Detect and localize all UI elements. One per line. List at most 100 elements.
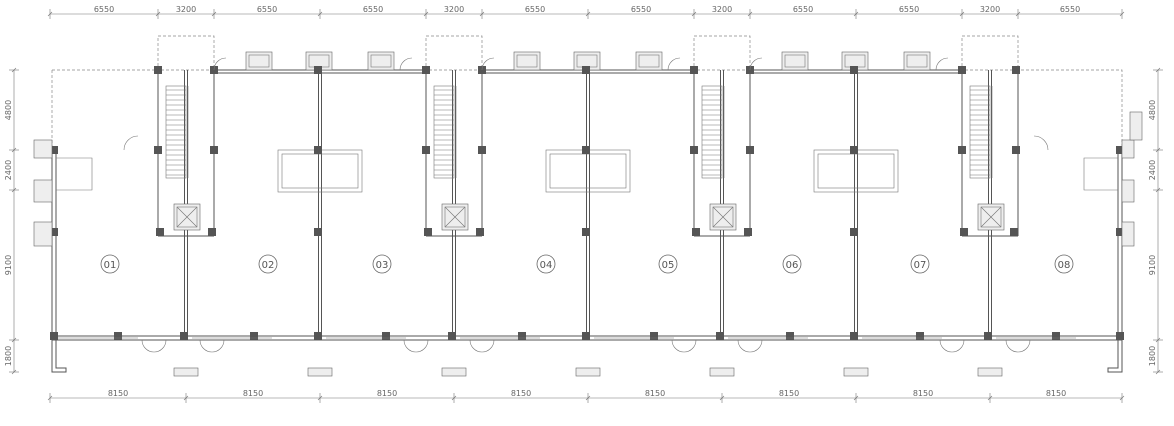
column (478, 146, 486, 154)
unit-label: 07 (914, 260, 927, 271)
dimension-slash (1015, 11, 1021, 17)
left-dimension-label: 1800 (4, 346, 13, 366)
bay-window-glass (784, 54, 806, 68)
dimension-slash (959, 11, 965, 17)
column (650, 332, 658, 340)
dimension-slash (585, 11, 591, 17)
column (850, 332, 858, 340)
dimension-slash (1155, 369, 1161, 375)
column (1116, 146, 1124, 154)
column (692, 228, 700, 236)
unit-label-circle (372, 254, 392, 274)
column (154, 146, 162, 154)
column (1116, 228, 1124, 236)
dimension-slash (11, 337, 17, 343)
dimension-slash (1119, 395, 1125, 401)
door-swing (749, 57, 763, 71)
top-dimension-label: 3200 (176, 5, 196, 14)
door-swing (199, 339, 213, 353)
bottom-dimension-label: 8150 (645, 389, 665, 398)
door-swing (667, 57, 681, 71)
door-swing (213, 57, 227, 71)
bay-window-glass (906, 54, 928, 68)
bay-window (781, 51, 809, 71)
stair-flight (701, 85, 723, 179)
right-dimension-label: 4800 (1148, 100, 1157, 120)
column (314, 146, 322, 154)
wall-pier (173, 367, 199, 377)
column (582, 66, 590, 74)
wall-pier (977, 367, 1003, 377)
dimension-slash (11, 187, 17, 193)
column (1012, 146, 1020, 154)
column (960, 228, 968, 236)
bottom-dimension-label: 8150 (108, 389, 128, 398)
light-well (277, 149, 363, 193)
dimension-slash (479, 11, 485, 17)
unit-label: 02 (262, 260, 275, 271)
bay-window (367, 51, 395, 71)
column (424, 228, 432, 236)
left-dimension-label: 2400 (4, 160, 13, 180)
unit-label-circle (782, 254, 802, 274)
column (1116, 332, 1124, 340)
column (746, 146, 754, 154)
right-dimension-label: 2400 (1148, 160, 1157, 180)
column (1010, 228, 1018, 236)
column (422, 66, 430, 74)
top-dimension-label: 6550 (631, 5, 651, 14)
dimension-slash (853, 11, 859, 17)
unit-label-circle (536, 254, 556, 274)
door-swing (749, 339, 763, 353)
column (984, 332, 992, 340)
top-dimension-label: 6550 (525, 5, 545, 14)
door-swing (683, 339, 697, 353)
column (314, 228, 322, 236)
dimension-slash (317, 395, 323, 401)
unit-label-circle (658, 254, 678, 274)
door-swing (403, 339, 417, 353)
door-swing (211, 339, 225, 353)
door-swing (939, 339, 953, 353)
dimension-slash (11, 147, 17, 153)
dimension-slash (11, 67, 17, 73)
column (850, 146, 858, 154)
door-swing (1033, 135, 1049, 151)
column (210, 146, 218, 154)
column (850, 228, 858, 236)
column (518, 332, 526, 340)
bay-window-glass (370, 54, 392, 68)
bottom-dimension-label: 8150 (913, 389, 933, 398)
column (958, 146, 966, 154)
side-bays-right (1083, 111, 1143, 247)
structural-columns (50, 66, 1124, 340)
door-swing (399, 57, 413, 71)
door-swing (1017, 339, 1031, 353)
unit-label-circle (258, 254, 278, 274)
unit-label-circle (1054, 254, 1074, 274)
wall-pier (843, 367, 869, 377)
dimension-slash (1155, 337, 1161, 343)
bay-window (903, 51, 931, 71)
bottom-dimension-label: 8150 (1046, 389, 1066, 398)
elevator-car (712, 206, 734, 228)
elevator-car (980, 206, 1002, 228)
column (850, 66, 858, 74)
column (582, 146, 590, 154)
column (716, 332, 724, 340)
column (786, 332, 794, 340)
doors (123, 57, 1049, 353)
column (422, 146, 430, 154)
light-wells (277, 149, 899, 193)
top-dimension-label: 6550 (793, 5, 813, 14)
column (50, 228, 58, 236)
elevator-cross (176, 206, 198, 228)
elevator-car (444, 206, 466, 228)
top-dimension-label: 3200 (712, 5, 732, 14)
elevator-car (176, 206, 198, 228)
bottom-dimension-label: 8150 (779, 389, 799, 398)
